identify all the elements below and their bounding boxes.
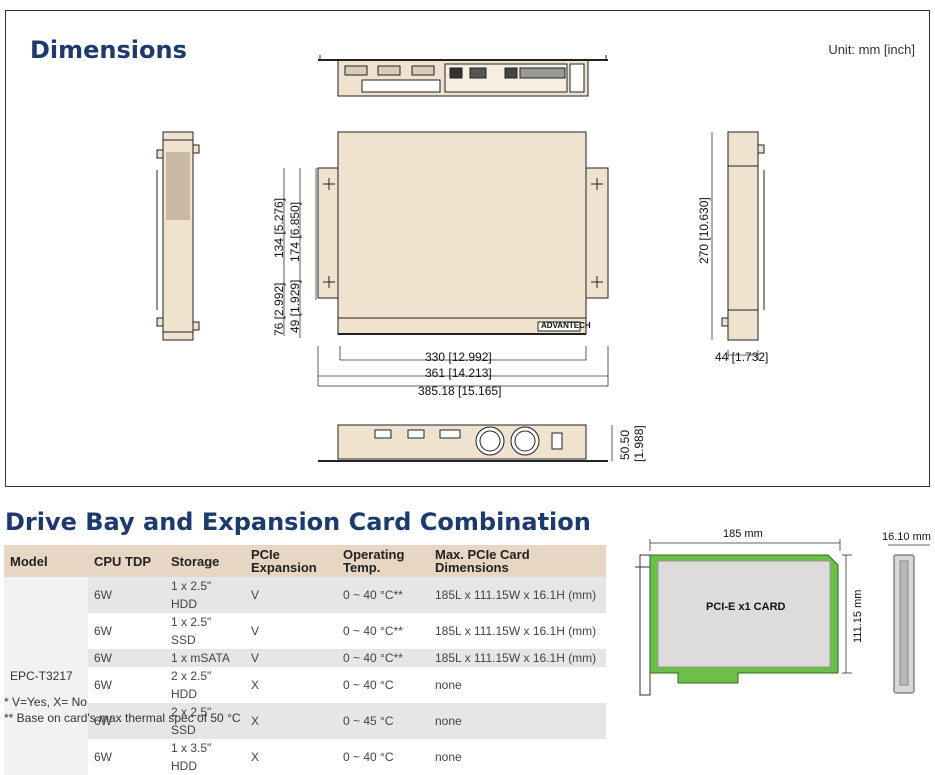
dim-50-inch: [1.988] [632,425,646,462]
cell-dims: 185L x 111.15W x 16.1H (mm) [429,649,606,667]
cell-storage: 1 x 2.5" SSD [171,615,212,647]
header-temp: Operating Temp. [337,545,429,577]
cell-temp: 0 ~ 40 °C** [343,624,403,638]
cell-storage: 1 x mSATA [165,649,245,667]
dim-134: 134 [5.276] [272,197,286,258]
dim-330: 330 [12.992] [425,350,492,364]
cell-storage: 1 x 3.5" HDD [171,741,212,773]
brand-label: ADVANTECH [541,321,591,330]
header-card-dims: Max. PCIe Card Dimensions [429,545,606,577]
cell-temp: 0 ~ 40 °C [343,678,394,692]
cell-tdp: 6W [88,577,165,613]
dim-174: 174 [6.850] [288,201,302,262]
card-thickness-label: 16.10 mm [882,531,931,543]
table-row: 6W 1 x 2.5" SSD V 0 ~ 40 °C** 185L x 111… [4,613,606,649]
cell-dims: none [435,678,462,692]
header-storage: Storage [165,545,245,577]
table-header-row: Model CPU TDP Storage PCIe Expansion Ope… [4,545,606,577]
cell-pcie: X [251,750,260,764]
header-model: Model [4,545,88,577]
pcie-card-drawing: 185 mm 111.15 mm 16.10 mm PCI-E x1 CARD [630,525,931,725]
rear-view [318,55,608,97]
card-length-label: 185 mm [723,528,763,540]
front-view [317,131,609,335]
cell-pcie: V [251,624,260,638]
cell-pcie: X [245,703,337,739]
dim-49: 49 [1.929] [288,279,302,333]
bottom-view [318,424,608,462]
cell-temp: 0 ~ 45 °C [337,703,429,739]
table-row: 6W 1 x mSATA V 0 ~ 40 °C** 185L x 111.15… [4,649,606,667]
note-legend: * V=Yes, X= No [4,695,87,709]
cell-storage: 1 x 2.5" HDD [165,577,245,613]
combination-title: Drive Bay and Expansion Card Combination [5,508,591,536]
cell-temp: 0 ~ 40 °C [343,750,394,764]
dim-44: 44 [1.732] [715,350,769,364]
cell-pcie: X [251,678,260,692]
card-name-label: PCI-E x1 CARD [706,601,786,613]
dim-361: 361 [14.213] [425,366,492,380]
cell-tdp: 6W [94,678,112,692]
dimensions-title: Dimensions [30,36,187,64]
cell-dims: 185L x 111.15W x 16.1H (mm) [429,577,606,613]
cell-dims: 185L x 111.15W x 16.1H (mm) [435,624,597,638]
cell-dims: none [435,750,462,764]
dimension-drawings [156,55,765,462]
left-side-view [156,131,200,341]
dim-270: 270 [10.630] [697,197,711,264]
cell-dims: none [429,703,606,739]
table-row: 6W 1 x 3.5" HDD X 0 ~ 40 °C none [4,739,606,775]
table-row: EPC-T3217 6W 1 x 2.5" HDD V 0 ~ 40 °C ** … [4,577,606,775]
cell-storage: 2 x 2.5" HDD [171,669,212,701]
card-height-label: 111.15 mm [852,589,864,643]
dimensions-panel [5,10,930,487]
dim-50: 50.50 [618,429,632,460]
pcie-card-graphic [635,539,930,696]
cell-tdp: 6W [88,649,165,667]
cell-tdp: 6W [94,750,112,764]
header-pcie: PCIe Expansion [245,545,337,577]
cell-pcie: V [245,649,337,667]
cell-temp: 0 ~ 40 °C** [337,649,429,667]
unit-label: Unit: mm [inch] [828,42,915,57]
cell-temp: 0 ~ 40 °C** [337,577,429,613]
table-row: 6W 2 x 2.5" HDD X 0 ~ 40 °C none [4,667,606,703]
model-cell: EPC-T3217 [4,577,88,775]
combination-table: Model CPU TDP Storage PCIe Expansion Ope… [4,545,606,775]
right-side-view [721,131,765,341]
dim-76: 76 [2.992] [272,282,286,336]
note-thermal: ** Base on card's max thermal spec of 50… [4,711,241,725]
cell-tdp: 6W [94,624,112,638]
dim-385: 385.18 [15.165] [418,384,502,398]
header-cpu-tdp: CPU TDP [88,545,165,577]
cell-pcie: V [245,577,337,613]
